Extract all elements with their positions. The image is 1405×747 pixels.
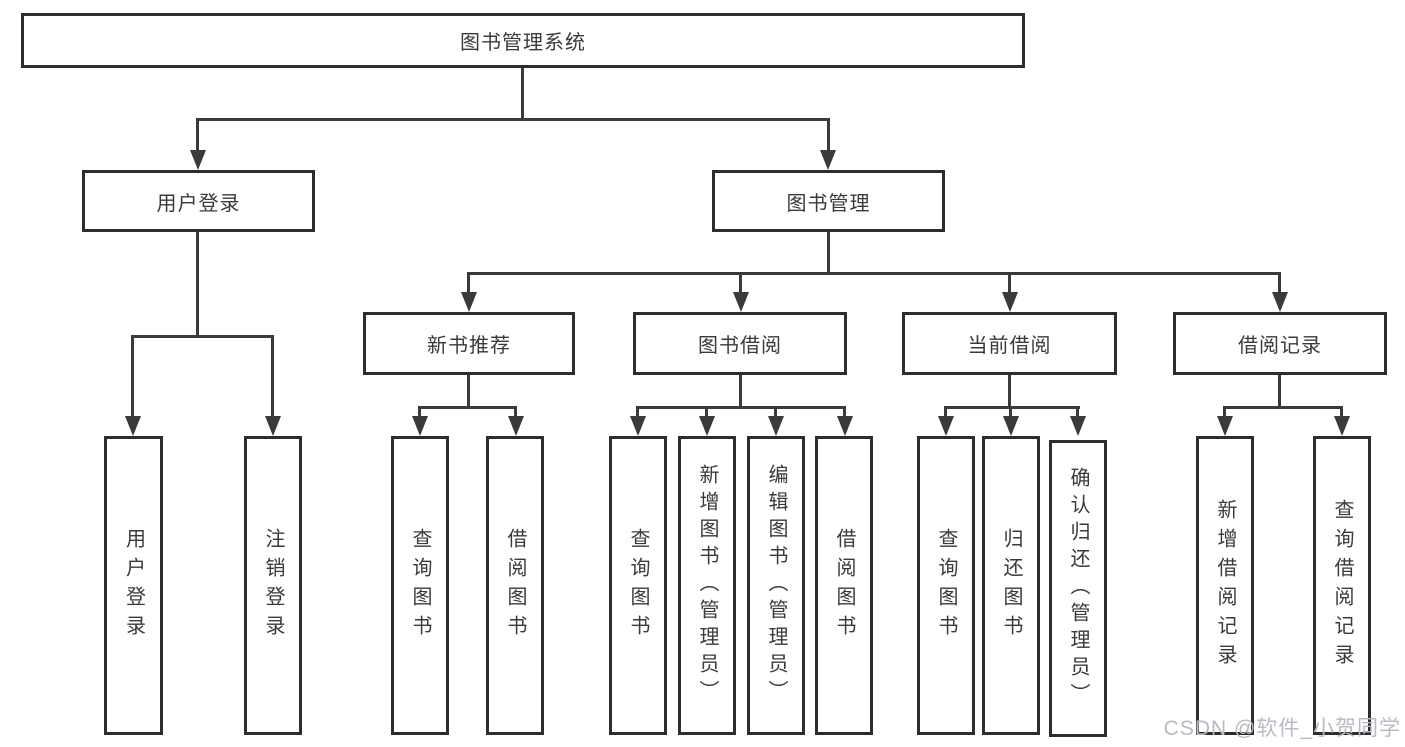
leaf-bb-edit: 编辑图书（管理员） — [747, 436, 805, 735]
arrowhead-new-rec — [461, 292, 477, 312]
csdn-watermark: CSDN @软件_小贺同学 — [1163, 717, 1401, 740]
connector-cb-stem — [1008, 375, 1011, 409]
arrowhead-book-mgmt — [820, 150, 836, 170]
arrowhead-cb-search — [938, 416, 954, 436]
connector-mgmt-drop-1 — [467, 272, 470, 296]
leaf-logout: 注销登录 — [244, 436, 302, 735]
connector-mgmt-drop-2 — [739, 272, 742, 296]
node-current-borrow-label: 当前借阅 — [967, 335, 1052, 357]
connector-bb-stem — [739, 375, 742, 409]
connector-cb-drop-2 — [1009, 406, 1012, 420]
arrowhead-bb-search — [630, 416, 646, 436]
leaf-rec-search: 查询图书 — [391, 436, 449, 735]
connector-mgmt-drop-4 — [1278, 272, 1281, 296]
leaf-br-search: 查询借阅记录 — [1313, 436, 1371, 735]
leaf-br-add-label: 新增借阅记录 — [1214, 498, 1236, 673]
node-book-mgmt-label: 图书管理 — [786, 192, 871, 215]
arrowhead-bb-borrow — [837, 416, 853, 436]
arrowhead-borrow-records — [1272, 292, 1288, 312]
leaf-user-login-label: 用户登录 — [122, 527, 145, 644]
leaf-cb-search: 查询图书 — [917, 436, 975, 735]
connector-cb-drop-1 — [944, 406, 947, 420]
connector-bb-drop-3 — [774, 406, 777, 420]
connector-login-drop-2 — [271, 335, 274, 419]
leaf-bb-borrow: 借阅图书 — [815, 436, 873, 735]
arrowhead-cb-confirm — [1070, 416, 1086, 436]
connector-bb-drop-1 — [636, 406, 639, 420]
connector-login-drop-1 — [131, 335, 134, 419]
node-book-borrow: 图书借阅 — [633, 312, 847, 375]
leaf-bb-edit-label: 编辑图书（管理员） — [765, 464, 787, 707]
node-book-borrow-label: 图书借阅 — [698, 335, 782, 357]
node-root-label: 图书管理系统 — [460, 32, 586, 54]
connector-br-bar — [1223, 406, 1343, 409]
leaf-cb-search-label: 查询图书 — [935, 527, 957, 644]
connector-cb-bar — [944, 406, 1080, 409]
arrowhead-current-borrow — [1002, 292, 1018, 312]
leaf-user-login: 用户登录 — [104, 436, 163, 735]
connector-root-bar — [196, 118, 830, 121]
leaf-cb-confirm: 确认归还（管理员） — [1049, 440, 1107, 737]
connector-root-stem — [521, 66, 524, 118]
leaf-rec-search-label: 查询图书 — [409, 527, 431, 644]
connector-mgmt-bar — [467, 272, 1281, 275]
node-borrow-records-label: 借阅记录 — [1238, 335, 1322, 357]
connector-root-left-drop — [196, 118, 199, 154]
connector-root-right-drop — [827, 118, 830, 154]
leaf-logout-label: 注销登录 — [262, 527, 284, 644]
node-current-borrow: 当前借阅 — [902, 312, 1117, 375]
connector-mgmt-stem — [827, 232, 830, 274]
node-new-rec-label: 新书推荐 — [427, 335, 511, 357]
leaf-bb-search: 查询图书 — [609, 436, 667, 735]
leaf-bb-borrow-label: 借阅图书 — [833, 527, 855, 644]
connector-login-bar — [131, 335, 274, 338]
leaf-bb-search-label: 查询图书 — [627, 527, 649, 644]
connector-cb-drop-3 — [1076, 406, 1079, 420]
arrowhead-cb-return — [1003, 416, 1019, 436]
connector-br-drop-2 — [1340, 406, 1343, 420]
node-user-login: 用户登录 — [82, 170, 315, 232]
connector-mgmt-drop-3 — [1008, 272, 1011, 296]
leaf-bb-add-label: 新增图书（管理员） — [696, 464, 718, 707]
node-user-login-label: 用户登录 — [156, 192, 241, 215]
leaf-cb-return-label: 归还图书 — [1000, 527, 1022, 644]
arrowhead-rec-search — [412, 416, 428, 436]
arrowhead-user-login — [190, 150, 206, 170]
connector-bb-drop-4 — [843, 406, 846, 420]
node-book-mgmt: 图书管理 — [712, 170, 945, 232]
leaf-rec-borrow-label: 借阅图书 — [504, 527, 526, 644]
connector-bb-bar — [636, 406, 846, 409]
connector-login-stem — [196, 232, 199, 335]
arrowhead-br-add — [1217, 416, 1233, 436]
connector-rec-drop-1 — [418, 406, 421, 420]
node-borrow-records: 借阅记录 — [1173, 312, 1387, 375]
arrowhead-rec-borrow — [508, 416, 524, 436]
arrowhead-book-borrow — [733, 292, 749, 312]
leaf-bb-add: 新增图书（管理员） — [678, 436, 736, 735]
leaf-cb-confirm-label: 确认归还（管理员） — [1067, 467, 1089, 710]
node-root: 图书管理系统 — [21, 13, 1025, 68]
connector-bb-drop-2 — [705, 406, 708, 420]
leaf-rec-borrow: 借阅图书 — [486, 436, 544, 735]
arrowhead-leaf-user-login — [125, 416, 141, 436]
connector-rec-drop-2 — [514, 406, 517, 420]
leaf-cb-return: 归还图书 — [982, 436, 1040, 735]
arrowhead-leaf-logout — [265, 416, 281, 436]
connector-br-stem — [1278, 375, 1281, 409]
arrowhead-bb-edit — [768, 416, 784, 436]
leaf-br-add: 新增借阅记录 — [1196, 436, 1254, 735]
arrowhead-bb-add — [699, 416, 715, 436]
node-new-rec: 新书推荐 — [363, 312, 575, 375]
connector-rec-bar — [418, 406, 517, 409]
connector-rec-stem — [467, 375, 470, 409]
arrowhead-br-search — [1334, 416, 1350, 436]
connector-br-drop-1 — [1223, 406, 1226, 420]
leaf-br-search-label: 查询借阅记录 — [1331, 498, 1353, 673]
